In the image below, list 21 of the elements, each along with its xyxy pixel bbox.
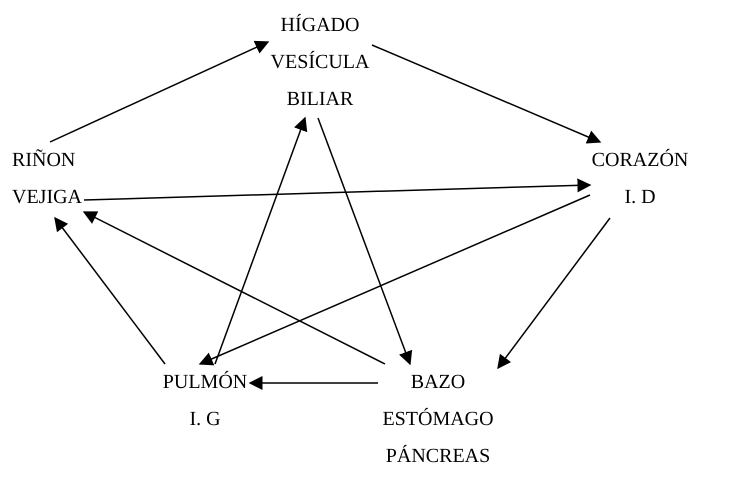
organ-label: HÍGADO	[280, 12, 360, 38]
arrow	[50, 40, 270, 143]
arrow	[248, 376, 378, 390]
arrow	[372, 44, 602, 144]
arrow	[198, 194, 590, 366]
arrow	[54, 216, 166, 364]
arrow	[84, 178, 592, 201]
organ-label: PULMÓN	[162, 370, 248, 395]
organ-label: CORAZÓN	[592, 148, 688, 173]
arrow	[82, 211, 386, 365]
organ-label: ESTÓMAGO	[382, 406, 494, 432]
organ-label: RIÑON	[12, 148, 76, 173]
organ-label: VESÍCULA BILIAR	[270, 50, 370, 112]
organ-label: I. G	[189, 407, 221, 432]
organ-label: I. D	[624, 185, 656, 210]
arrow	[497, 218, 611, 370]
organ-label: VEJIGA	[12, 185, 82, 210]
arrow	[214, 116, 308, 364]
arrow	[317, 118, 412, 366]
organ-label: PÁNCREAS	[386, 444, 490, 469]
organ-label: BAZO	[410, 370, 466, 395]
